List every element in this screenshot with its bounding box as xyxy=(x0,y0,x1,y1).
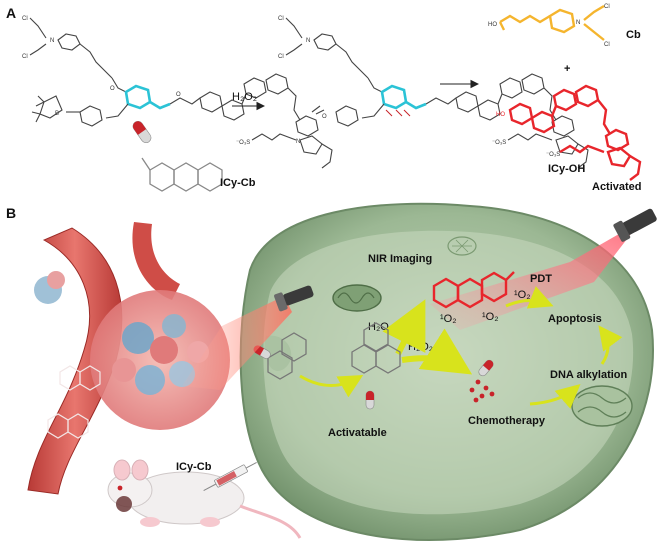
atom-so3-1: ⁻O₃S xyxy=(236,140,250,146)
dna-icon xyxy=(571,385,633,427)
tumor xyxy=(34,271,230,430)
scaffold-outline xyxy=(141,157,223,192)
atom-o-2: O xyxy=(176,92,181,98)
arrow-entry xyxy=(299,374,364,398)
atom-n-3: N xyxy=(306,38,310,44)
label-dna-alkylation: DNA alkylation xyxy=(550,369,628,381)
blood-vessel xyxy=(27,222,180,495)
label-singlet-oxygen-3: ¹O₂ xyxy=(482,311,499,323)
arrow-to-imaging xyxy=(382,299,426,356)
molecule-icy-cb: Cl Cl N O B O N ⁻O₃S xyxy=(22,16,333,169)
atom-n-cb: N xyxy=(576,20,580,26)
label-singlet-oxygen-2: ¹O₂ xyxy=(440,313,457,325)
activated-dye-scaffold xyxy=(432,271,515,309)
label-activatable: Activatable xyxy=(328,427,387,439)
light-beam-tumor xyxy=(182,296,292,390)
linker-ring-2 xyxy=(380,84,408,110)
molecule-cb: HO N Cl Cl xyxy=(488,4,610,48)
atom-cl-cb-1: Cl xyxy=(604,4,610,10)
atom-ho-cb: HO xyxy=(488,22,497,28)
syringe-icon xyxy=(203,461,257,492)
linker-ring xyxy=(124,84,152,110)
molecule-intermediate: Cl Cl N O ⁻O₃S xyxy=(278,16,589,169)
label-nir-imaging: NIR Imaging xyxy=(368,253,432,265)
dna-icon-top xyxy=(447,236,477,256)
activated-label: Activated xyxy=(592,181,642,193)
atom-cl-cb-2: Cl xyxy=(604,42,610,48)
vessel-scaffolds xyxy=(47,365,101,439)
atom-ho-dye: HO xyxy=(496,112,505,118)
atom-cl-2: Cl xyxy=(22,54,28,60)
atom-n-1: N xyxy=(50,38,54,44)
atom-so3-3: ⁻O₃S xyxy=(546,152,560,158)
label-h2o2-1: H₂O₂ xyxy=(368,321,393,333)
arrow-dna-apoptosis xyxy=(598,325,623,365)
probe-name-a: ICy-Cb xyxy=(220,177,256,189)
label-h2o2-2: H₂O₂ xyxy=(408,341,433,353)
label-chemotherapy: Chemotherapy xyxy=(468,415,546,427)
atom-cl-3: Cl xyxy=(278,16,284,22)
flashlight-icon xyxy=(613,208,657,242)
product-cb-label: Cb xyxy=(626,29,641,41)
inactive-scaffold xyxy=(351,322,401,374)
arrow-chemo-dna xyxy=(529,384,581,409)
atom-b: B xyxy=(55,111,59,117)
product-dye-label: ICy-OH xyxy=(548,163,585,175)
atom-cl-4: Cl xyxy=(278,54,284,60)
probe-name-b: ICy-Cb xyxy=(176,461,212,473)
atom-so3-2: ⁻O₃S xyxy=(492,140,506,146)
mitochondrion-icon xyxy=(332,284,382,312)
arrow-pdt-apoptosis xyxy=(505,286,554,309)
molecule-icy-oh: HO ⁻O₃S xyxy=(496,84,642,181)
released-drug xyxy=(469,359,495,403)
atom-o-3: O xyxy=(322,114,327,120)
capsule-icon xyxy=(132,120,152,144)
reagent-h2o2-a: H₂O₂ xyxy=(232,91,257,103)
atom-n-2: N xyxy=(296,139,300,145)
label-apoptosis: Apoptosis xyxy=(548,313,602,325)
atom-o-1: O xyxy=(110,86,115,92)
flashlight-icon-2 xyxy=(274,285,314,312)
atom-cl-1: Cl xyxy=(22,16,28,22)
label-pdt: PDT xyxy=(530,273,552,285)
arrow-to-chemo xyxy=(401,328,473,375)
panel-a-label: A xyxy=(6,5,16,21)
panel-b-label: B xyxy=(6,205,16,221)
plus-sign: + xyxy=(564,63,570,75)
light-beam-cell xyxy=(430,222,640,330)
outer-scaffold xyxy=(267,332,307,380)
capsule-icon-cell xyxy=(365,390,375,410)
label-singlet-oxygen-1: ¹O₂ xyxy=(514,289,531,301)
